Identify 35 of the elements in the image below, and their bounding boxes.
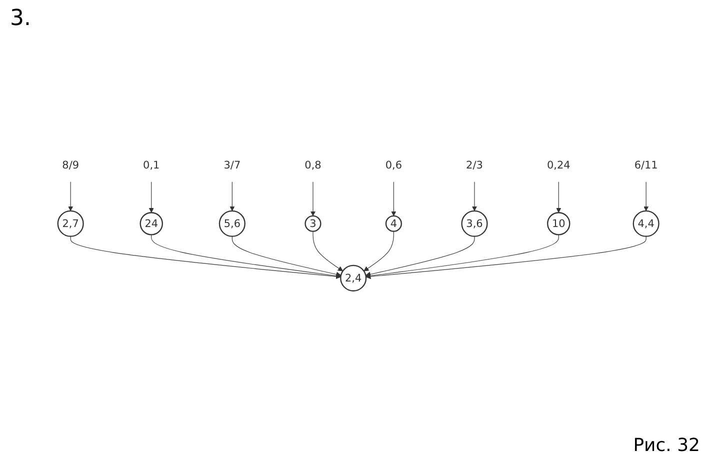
arrow [312,231,344,272]
arrow [68,182,74,212]
arrow [366,234,559,279]
node-text: 3/7 [224,159,241,172]
arrow [232,236,342,278]
arrow [310,182,316,216]
node-circle: 4,4 [632,210,660,238]
arrow [556,182,562,214]
node-text: 0,8 [304,159,322,172]
node-text: 2/3 [466,159,483,172]
node-text: 0,1 [143,159,160,172]
problem-number: 3. [10,6,31,31]
arrow [472,182,478,212]
node-text: 0,24 [546,159,570,172]
node-circle: 3 [304,216,322,232]
arrow [644,182,649,212]
node-circle: 2,4 [340,265,367,292]
arrow [366,236,475,278]
figure-caption: Рис. 32 [633,435,700,456]
arrow [70,236,341,280]
arrow [148,182,154,214]
arrow [366,236,646,280]
arrow [391,182,396,216]
node-circle: 4 [385,216,402,232]
node-circle: 24 [140,212,163,236]
node-circle: 10 [547,212,570,236]
node-text: 6/11 [634,159,658,172]
arrow [151,234,341,279]
arrow [364,231,394,272]
node-circle: 3,6 [461,210,488,238]
node-circle: 5,6 [218,210,246,238]
arrow [230,182,235,212]
node-circle: 2,7 [57,210,84,238]
node-text: 8/9 [62,159,80,172]
node-text: 0,6 [385,159,402,172]
